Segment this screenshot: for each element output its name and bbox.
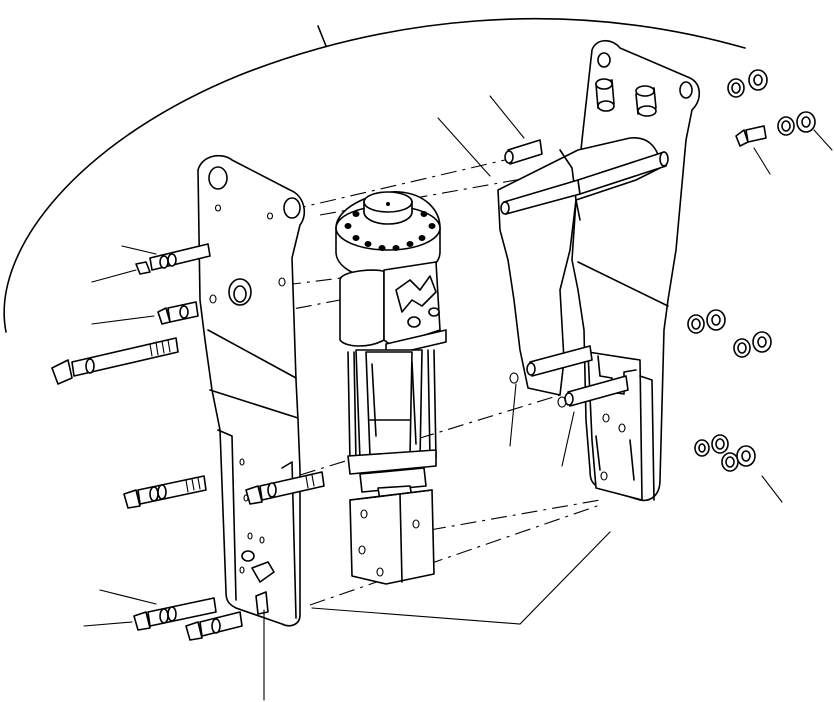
hydraulic-cylinder — [335, 191, 447, 585]
nut-pair-mid-right — [733, 331, 772, 358]
flange-bolts — [344, 211, 436, 251]
leader-lines — [83, 95, 833, 701]
bolt-short-right — [735, 125, 767, 147]
bolt-upper-short — [135, 243, 211, 275]
bolt-long — [51, 337, 179, 385]
left-side-plate — [197, 154, 306, 627]
nut-pair-top-right — [777, 111, 816, 136]
stud-bottom — [255, 591, 269, 615]
bolt-mid — [157, 301, 199, 325]
arc-leader — [317, 25, 327, 47]
nut-pair-mid — [687, 309, 726, 334]
bolt-lower-left-2 — [245, 471, 325, 505]
bolt-bottom-1 — [133, 597, 217, 631]
left-bolts — [51, 243, 325, 641]
nut-group-lower — [694, 434, 756, 472]
nut-pair-top — [727, 69, 768, 98]
cross-member-housing — [497, 137, 669, 408]
bolt-lower-left-1 — [123, 475, 207, 509]
group-bracket-arc — [3, 17, 746, 333]
right-side-plate — [571, 39, 701, 502]
right-nuts — [687, 69, 816, 472]
bolt-bottom-2 — [185, 611, 243, 641]
